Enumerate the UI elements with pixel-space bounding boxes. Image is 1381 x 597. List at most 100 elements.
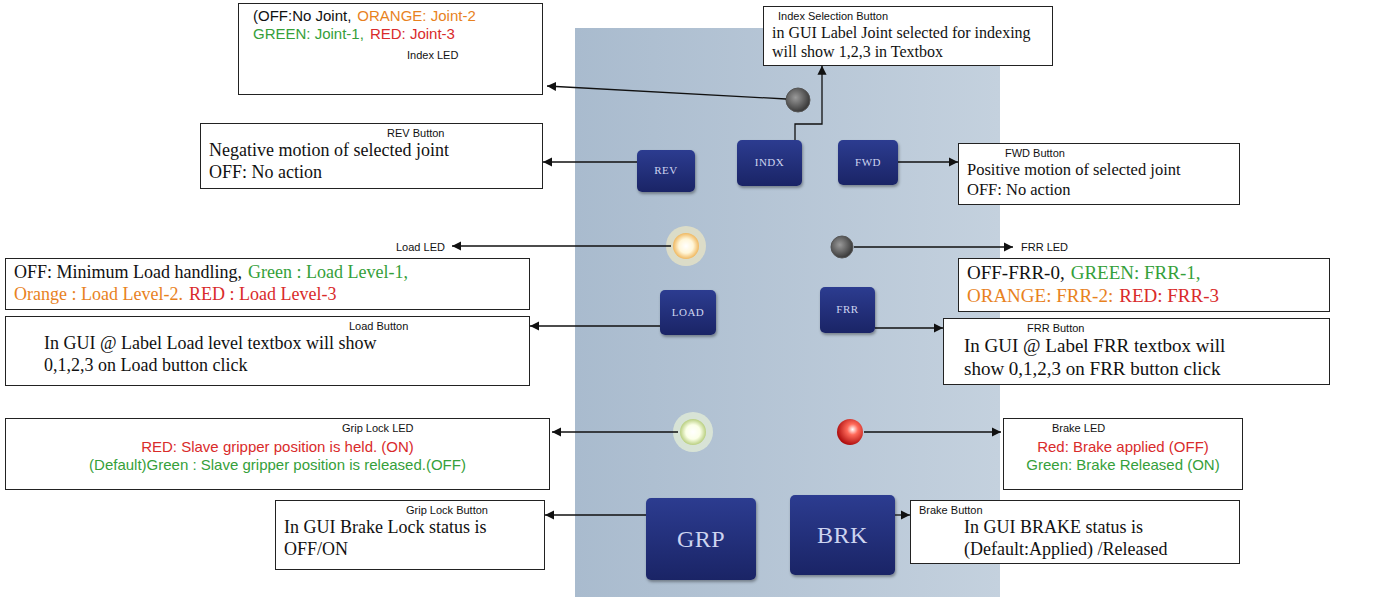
load-led bbox=[673, 233, 699, 259]
box-heading: FRR Button bbox=[1027, 322, 1084, 334]
text-row: ORANGE: FRR-2: RED: FRR-3 bbox=[967, 285, 1219, 308]
frr-led bbox=[831, 236, 853, 258]
panel-button: BRK bbox=[790, 495, 895, 575]
text-row: (Default)Green : Slave gripper position … bbox=[89, 456, 466, 474]
text-row: In GUI Brake Lock status is OFF/ON bbox=[284, 517, 536, 560]
text-row: in GUI Label Joint selected for indexing… bbox=[772, 23, 1044, 61]
button-label: LOAD bbox=[672, 306, 705, 318]
box-text: OFF: Minimum Load handling, bbox=[14, 262, 242, 282]
arrow-connector bbox=[545, 514, 646, 515]
arrow-connector bbox=[875, 327, 943, 328]
button-label: GRP bbox=[677, 526, 725, 552]
box-text: OFF: No action bbox=[209, 162, 322, 182]
leader-line bbox=[864, 431, 1001, 432]
text-row: Positive motion of selected joint bbox=[967, 160, 1181, 180]
box-heading: FRR LED bbox=[1021, 241, 1068, 253]
text-row: Brake Button bbox=[919, 504, 983, 517]
box-heading: Grip Lock LED bbox=[342, 422, 414, 434]
text-row: Index Selection Button bbox=[778, 10, 888, 23]
leader-line bbox=[547, 86, 786, 99]
text-row: Load Button bbox=[349, 320, 408, 333]
text-row: (OFF:No Joint,ORANGE: Joint-2 bbox=[253, 7, 476, 25]
box-heading: FWD Button bbox=[1005, 147, 1065, 159]
panel-button: INDX bbox=[737, 140, 802, 186]
box-heading: Index Selection Button bbox=[778, 10, 888, 22]
leader-line bbox=[452, 245, 671, 246]
box-text: In GUI BRAKE status is (Default:Applied)… bbox=[964, 517, 1167, 559]
box-text: RED: Slave gripper position is held. (ON… bbox=[141, 438, 414, 455]
panel-button: REV bbox=[637, 150, 695, 192]
box-text: GREEN: Joint-1, bbox=[253, 25, 364, 42]
box-text: In GUI @ Label Load level textbox will s… bbox=[44, 333, 377, 375]
text-row: In GUI @ Label Load level textbox will s… bbox=[44, 333, 384, 376]
box-heading: Brake LED bbox=[1052, 422, 1105, 434]
button-label: FWD bbox=[855, 156, 881, 168]
annotation-box: Grip Lock LED RED: Slave gripper position… bbox=[5, 418, 550, 490]
text-row: OFF-FRR-0, GREEN: FRR-1, bbox=[967, 262, 1201, 285]
index-led bbox=[786, 88, 810, 112]
text-row: FRR Button bbox=[1027, 322, 1084, 335]
box-heading: Grip Lock Button bbox=[406, 504, 488, 516]
button-label: BRK bbox=[817, 522, 868, 548]
text-row: Load LED bbox=[396, 241, 445, 254]
box-heading: Index LED bbox=[407, 49, 458, 61]
text-row: Index LED bbox=[407, 49, 458, 62]
annotation-box: REV ButtonNegative motion of selected jo… bbox=[200, 123, 543, 189]
leader-line bbox=[552, 431, 678, 432]
grip-lock-led bbox=[680, 419, 706, 445]
led-glow bbox=[666, 226, 706, 266]
box-text: RED: FRR-3 bbox=[1119, 285, 1219, 306]
box-text: ORANGE: Joint-2 bbox=[357, 7, 475, 24]
panel-button: FWD bbox=[838, 140, 898, 185]
box-heading: REV Button bbox=[387, 127, 444, 139]
box-heading: Load Button bbox=[349, 320, 408, 332]
text-row: Negative motion of selected joint bbox=[209, 140, 449, 162]
text-row: LOAD bbox=[672, 306, 705, 319]
annotation-box: Index Selection Button in GUI Label Joint… bbox=[763, 6, 1053, 66]
box-text: GREEN: FRR-1, bbox=[1071, 262, 1201, 283]
box-text: ORANGE: FRR-2: bbox=[967, 285, 1113, 306]
text-row: Grip Lock LED bbox=[342, 422, 414, 435]
text-row: OFF: Minimum Load handling, Green : Load … bbox=[14, 262, 408, 284]
text-row: GRP bbox=[677, 525, 725, 554]
text-row: BRK bbox=[817, 521, 868, 550]
box-text: OFF-FRR-0, bbox=[967, 262, 1065, 283]
box-text: Green : Load Level-1, bbox=[248, 262, 408, 282]
arrow-connector bbox=[530, 325, 660, 326]
text-row: Brake LED bbox=[1052, 422, 1105, 435]
annotation-box: FRR ButtonIn GUI @ Label FRR textbox wil… bbox=[943, 318, 1330, 385]
box-text: RED : Load Level-3 bbox=[189, 284, 336, 304]
annotation-box: (OFF:No Joint,ORANGE: Joint-2GREEN: Join… bbox=[238, 3, 543, 95]
text-row: OFF: No action bbox=[209, 162, 322, 184]
text-row: INDX bbox=[755, 156, 785, 169]
text-row: FWD bbox=[855, 156, 881, 169]
panel-button: GRP bbox=[646, 498, 756, 580]
box-text: in GUI Label Joint selected for indexing… bbox=[772, 24, 1031, 60]
text-row: OFF: No action bbox=[967, 180, 1071, 200]
box-text: In GUI @ Label FRR textbox will show 0,1… bbox=[964, 335, 1225, 379]
text-row: GREEN: Joint-1, RED: Joint-3 bbox=[253, 25, 455, 43]
annotation-box: FRR LEDOFF-FRR-0,GREEN: FRR-1,ORANGE: FR… bbox=[958, 258, 1330, 312]
arrow-connector bbox=[543, 161, 637, 162]
annotation-box: Load LEDOFF: Minimum Load handling,Green… bbox=[5, 258, 530, 310]
box-text: In GUI Brake Lock status is OFF/ON bbox=[284, 517, 486, 559]
box-text: Orange : Load Level-2. bbox=[14, 284, 183, 304]
arrow-connector bbox=[795, 66, 822, 140]
text-row: Red: Brake applied (OFF) bbox=[1037, 438, 1209, 456]
box-text: Negative motion of selected joint bbox=[209, 140, 449, 160]
annotation-box: FWD ButtonPositive motion of selected jo… bbox=[958, 143, 1240, 205]
annotation-box: Grip Lock ButtonIn GUI Brake Lock status… bbox=[275, 500, 545, 570]
panel-button: FRR bbox=[820, 287, 875, 333]
button-label: REV bbox=[654, 164, 678, 176]
brake-led bbox=[837, 419, 863, 445]
box-text: RED: Joint-3 bbox=[370, 25, 455, 42]
box-heading: Brake Button bbox=[919, 504, 983, 516]
panel-button: LOAD bbox=[660, 290, 716, 335]
annotation-box: Brake LEDRed: Brake applied (OFF)Green: … bbox=[1003, 418, 1243, 490]
text-row: REV bbox=[654, 164, 678, 177]
box-text: OFF: No action bbox=[967, 180, 1071, 199]
leader-line bbox=[854, 246, 1013, 247]
button-label: FRR bbox=[836, 303, 858, 315]
text-row: In GUI BRAKE status is (Default:Applied)… bbox=[964, 517, 1231, 560]
